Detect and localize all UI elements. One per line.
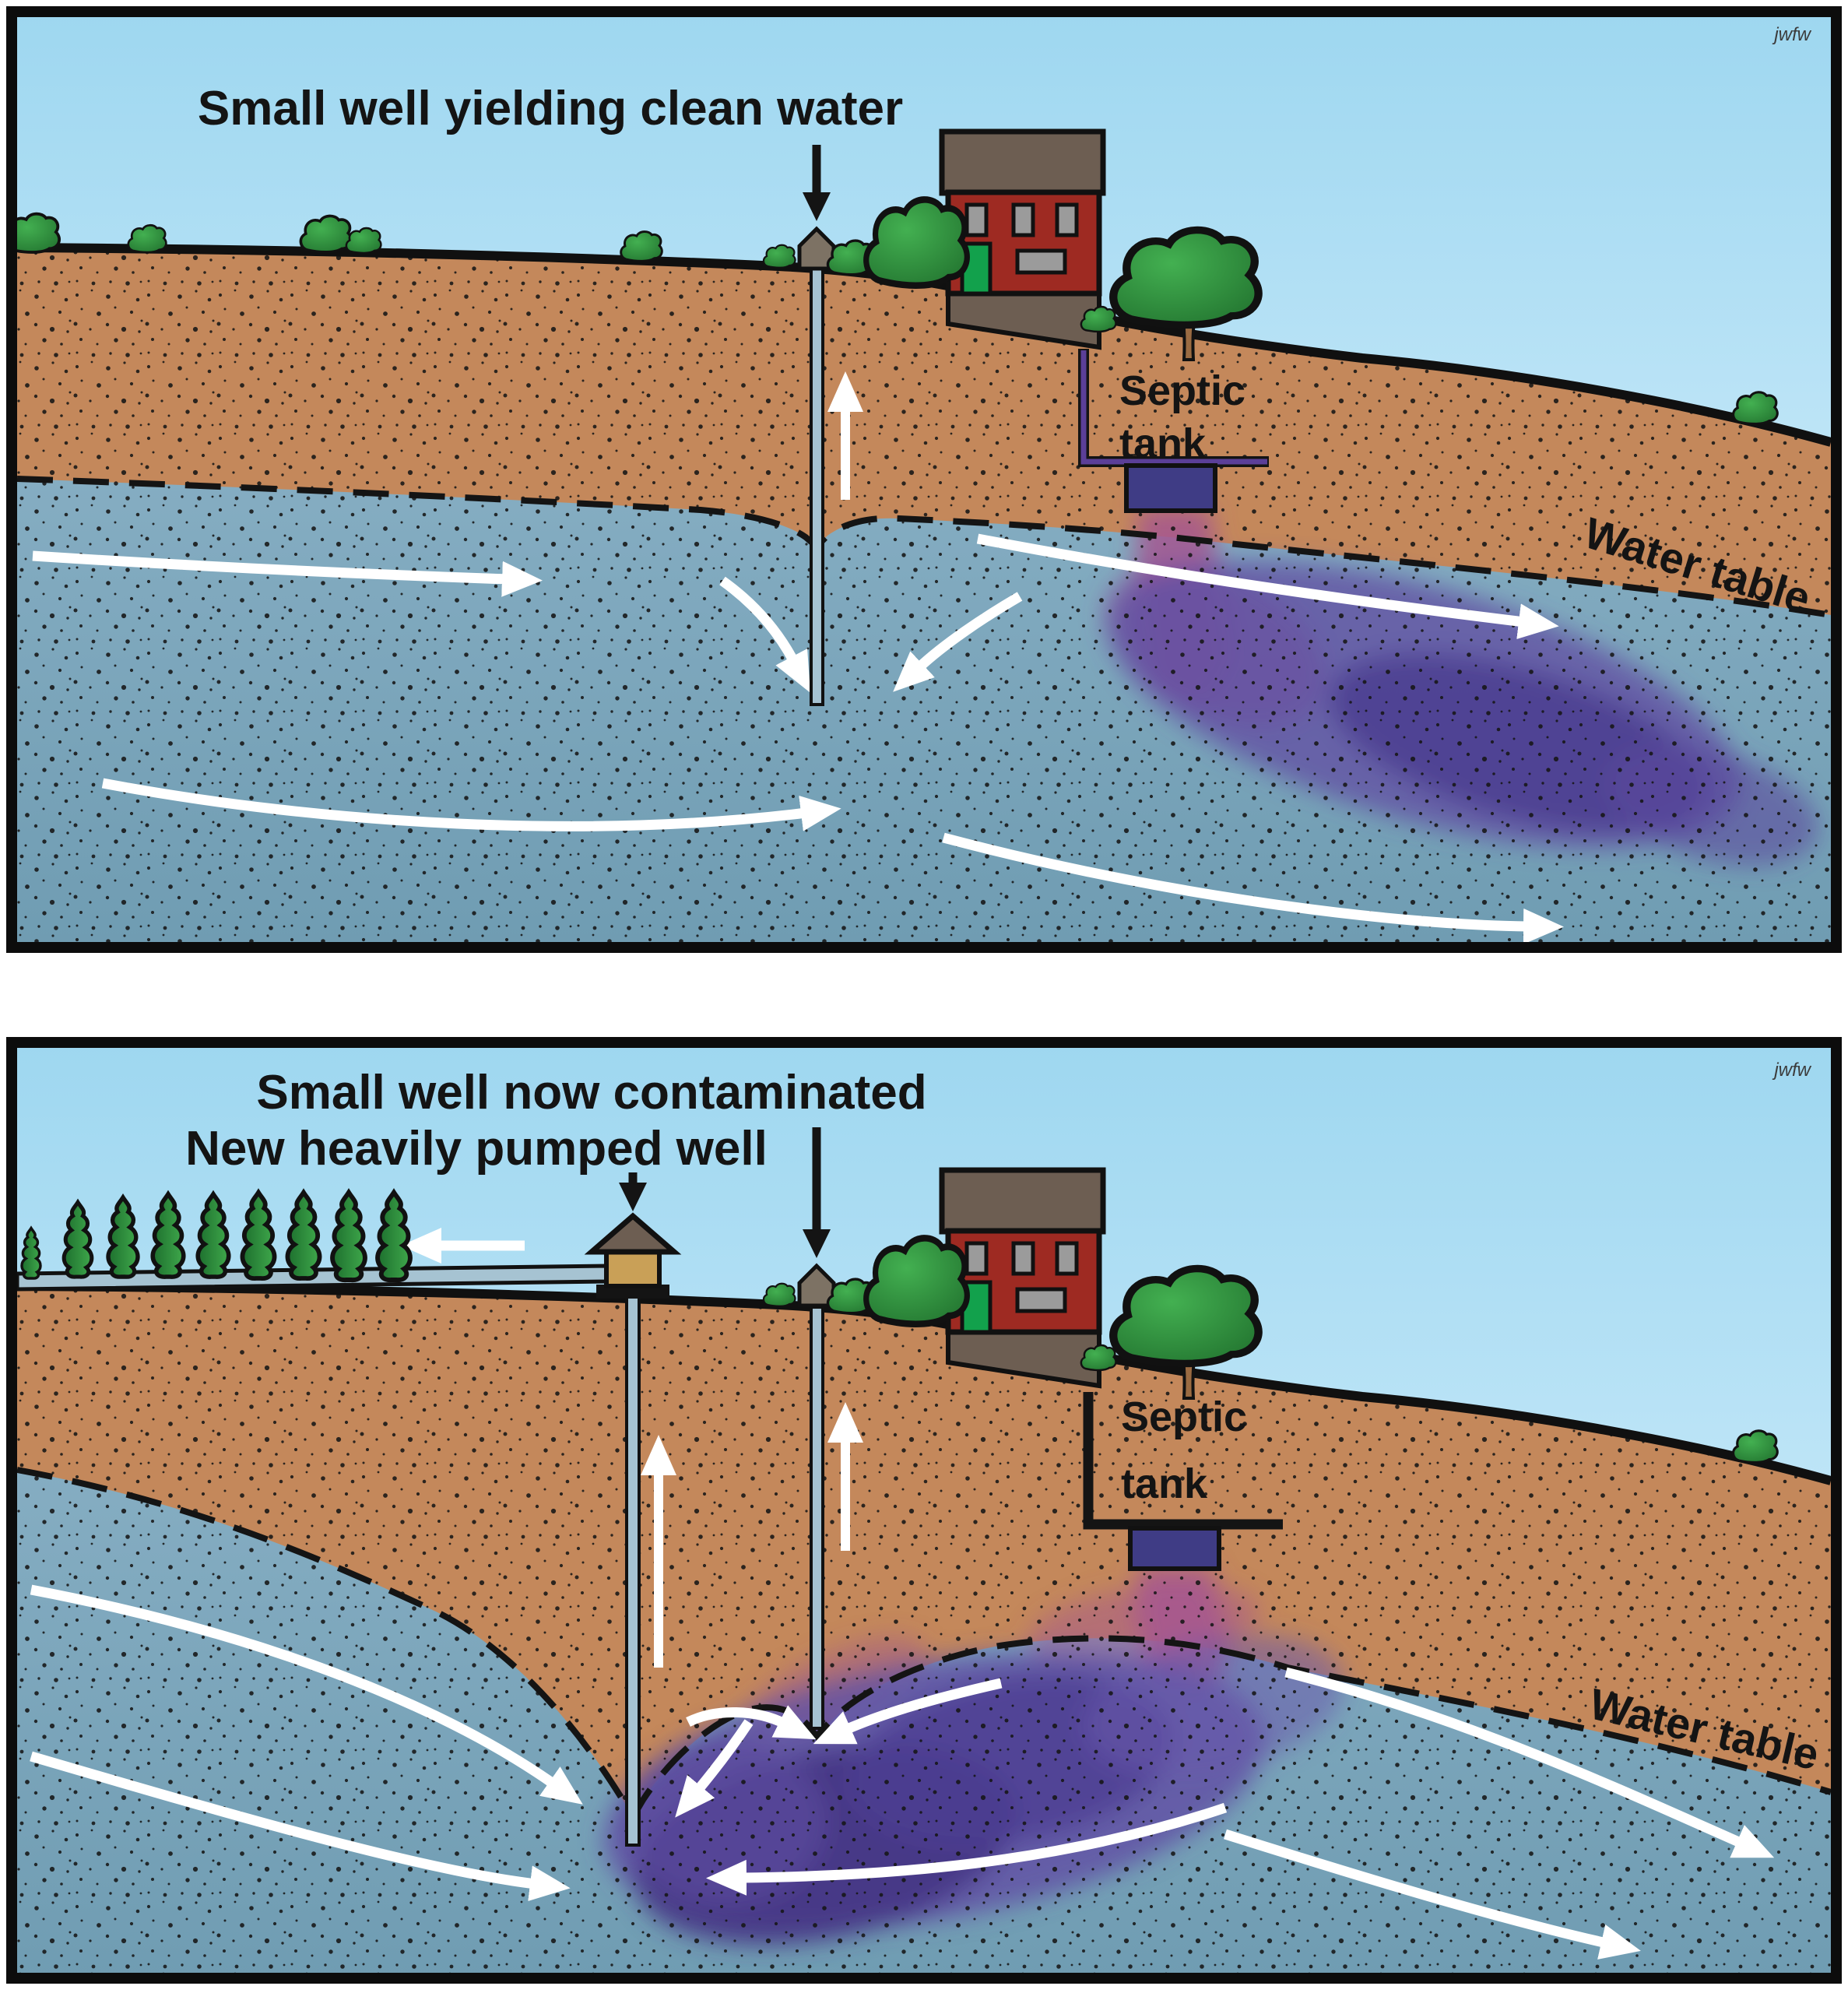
septic-system	[1083, 1392, 1283, 1571]
flow-arrow	[1224, 1829, 1641, 1960]
flow-arrow-into-well	[30, 1584, 583, 1805]
house	[942, 1170, 1103, 1386]
bush	[620, 230, 663, 262]
tall-bush	[866, 1238, 968, 1323]
bush	[1080, 1344, 1117, 1372]
bush	[762, 244, 796, 269]
panel-title-line1: Small well now contaminated	[256, 1066, 926, 1120]
bush	[345, 227, 382, 255]
septic-tank	[1124, 463, 1217, 513]
small-well-pipe	[810, 1306, 824, 1730]
panel-title-line2: New heavily pumped well	[185, 1122, 768, 1176]
flow-arrow-into-well	[30, 1751, 571, 1901]
septic-tank	[1128, 1526, 1221, 1571]
flow-arrow	[976, 533, 1559, 639]
pump-house-wall	[604, 1250, 662, 1288]
flow-arrow	[101, 778, 841, 831]
flow-arrow-into-well	[675, 1719, 754, 1818]
panel-bottom: Small well now contaminated New heavily …	[6, 1037, 1842, 1984]
septic-tank-label-line1: Septic	[1119, 367, 1245, 414]
flow-arrow-into-well	[813, 1678, 1003, 1745]
house	[942, 132, 1103, 347]
bush	[127, 223, 167, 254]
septic-tank-label-line1: Septic	[1121, 1394, 1247, 1440]
flow-arrow	[942, 832, 1564, 943]
bush	[299, 214, 353, 254]
septic-pipe	[1080, 350, 1267, 465]
signature: jwfw	[1772, 24, 1811, 45]
pump-house	[584, 1212, 682, 1299]
septic-system	[1078, 349, 1269, 513]
small-well-pipe	[810, 267, 824, 706]
bush	[762, 1282, 796, 1307]
flow-arrow-into-well	[686, 1705, 817, 1740]
flow-arrow-into-well	[706, 1802, 1228, 1896]
flow-arrow	[1284, 1667, 1775, 1858]
flow-arrow	[32, 550, 543, 597]
deep-well-pipe	[625, 1283, 641, 1847]
panel-title: Small well yielding clean water	[198, 82, 903, 135]
bush	[1080, 305, 1117, 333]
flow-arrow-into-well	[719, 576, 810, 693]
septic-pipe	[1083, 1392, 1283, 1530]
signature: jwfw	[1772, 1060, 1811, 1081]
panel-frame	[6, 6, 1842, 953]
septic-tank-label-line2: tank	[1119, 420, 1207, 467]
groundwater-flow-arrows	[32, 533, 1564, 943]
panel-top: Small well yielding clean water Septic t…	[6, 6, 1842, 953]
flow-arrow-into-well	[893, 592, 1023, 692]
groundwater-flow-arrows	[30, 1584, 1775, 1960]
bush	[1731, 1429, 1779, 1464]
septic-tank-label-line2: tank	[1121, 1460, 1208, 1507]
tall-bush	[866, 199, 968, 285]
panel-frame	[6, 1037, 1842, 1984]
pump-house-roof	[584, 1212, 682, 1255]
bush	[1731, 391, 1779, 426]
